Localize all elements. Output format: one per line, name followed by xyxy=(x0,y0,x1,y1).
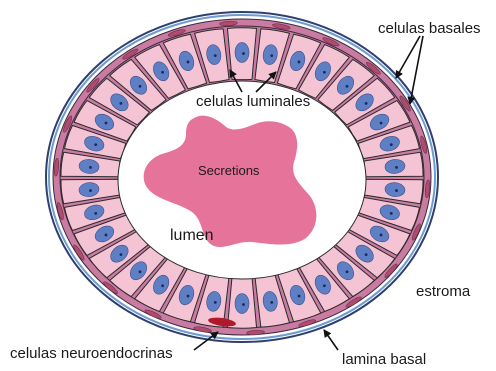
nucleolus xyxy=(395,166,398,169)
nucleolus xyxy=(105,122,108,125)
nucleolus xyxy=(161,71,164,74)
arrow-icon xyxy=(410,36,423,104)
label-celulas-neuroendocrinas: celulas neuroendocrinas xyxy=(10,345,173,362)
nucleolus xyxy=(94,212,97,215)
nucleolus xyxy=(298,61,301,64)
label-celulas-basales: celulas basales xyxy=(378,20,481,37)
nucleolus xyxy=(139,85,142,88)
label-celulas-luminales: celulas luminales xyxy=(196,93,310,110)
nucleolus xyxy=(298,295,301,298)
nucleolus xyxy=(242,303,245,306)
nucleolus xyxy=(187,61,190,64)
nucleolus xyxy=(390,212,393,215)
nucleolus xyxy=(89,166,92,169)
nucleolus xyxy=(380,122,383,125)
nucleolus xyxy=(323,71,326,74)
nucleolus xyxy=(270,301,273,304)
nucleolus xyxy=(346,85,349,88)
nucleolus xyxy=(119,253,122,256)
nucleolus xyxy=(323,284,326,287)
nucleolus xyxy=(161,284,164,287)
nucleolus xyxy=(395,189,398,192)
nucleolus xyxy=(365,253,368,256)
nucleolus xyxy=(187,295,190,298)
nucleolus xyxy=(242,52,245,55)
nucleolus xyxy=(139,270,142,273)
nucleolus xyxy=(105,234,108,237)
nucleolus xyxy=(94,143,97,146)
nucleolus xyxy=(346,270,349,273)
nucleolus xyxy=(365,102,368,105)
arrow-icon xyxy=(324,330,338,350)
nucleus xyxy=(235,294,249,314)
nucleolus xyxy=(214,54,217,57)
nucleus xyxy=(235,42,249,62)
nucleolus xyxy=(380,234,383,237)
nucleolus xyxy=(390,143,393,146)
label-lamina-basal: lamina basal xyxy=(342,351,426,368)
label-estroma: estroma xyxy=(416,283,471,300)
nucleolus xyxy=(119,102,122,105)
nucleolus xyxy=(214,301,217,304)
label-secretions: Secretions xyxy=(198,163,260,178)
nucleolus xyxy=(270,54,273,57)
nucleolus xyxy=(89,189,92,192)
label-lumen: lumen xyxy=(170,227,214,244)
